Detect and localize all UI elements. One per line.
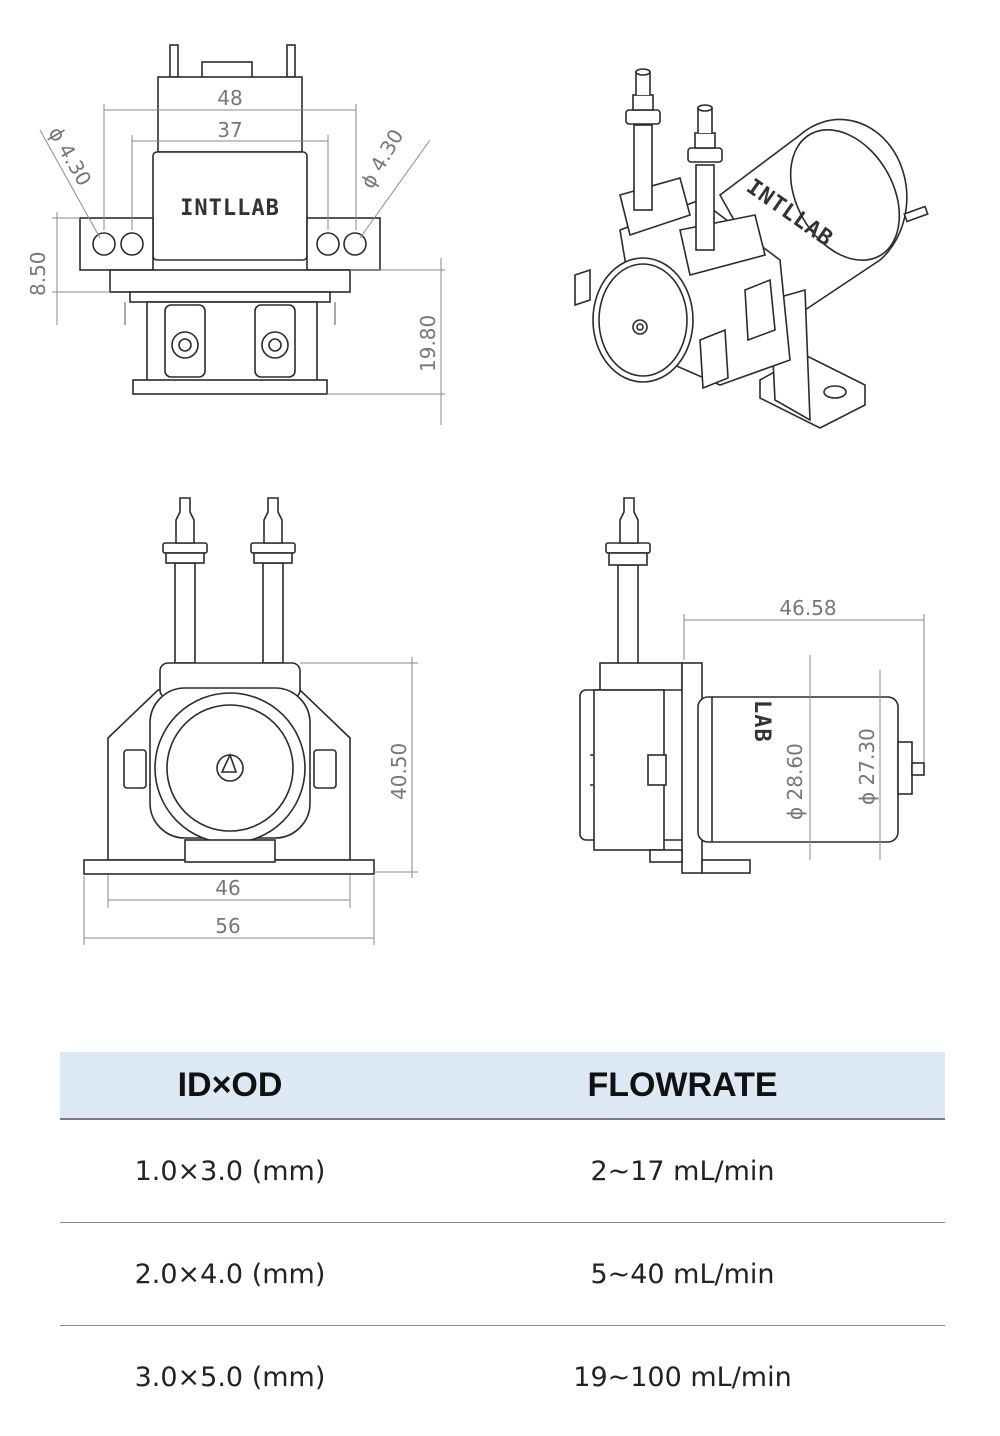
cell-id-od: 1.0×3.0 (mm)	[134, 1155, 326, 1187]
dim-body-height: 19.80	[416, 315, 440, 372]
technical-drawings: INTLLAB	[26, 44, 929, 945]
dim-motor-diameter: ϕ 28.60	[783, 743, 807, 820]
spec-table: ID×OD FLOWRATE 1.0×3.0 (mm) 2~17 mL/min …	[60, 1052, 945, 1428]
dim-hole-left: ϕ 4.30	[44, 123, 97, 191]
cell-flowrate: 5~40 mL/min	[590, 1258, 775, 1290]
dim-hole-right: ϕ 4.30	[356, 125, 409, 193]
dim-motor-length: 46.58	[779, 596, 836, 620]
isometric-drawing: INTLLAB	[574, 68, 929, 429]
cell-flowrate: 19~100 mL/min	[573, 1361, 792, 1393]
dim-front-width-outer: 56	[215, 914, 240, 938]
table-header: ID×OD FLOWRATE	[60, 1052, 945, 1120]
top-view-logo: INTLLAB	[180, 196, 280, 221]
header-id-od: ID×OD	[177, 1065, 283, 1104]
header-flowrate: FLOWRATE	[587, 1065, 778, 1104]
dim-width-outer: 48	[217, 86, 242, 110]
front-view-drawing	[83, 497, 418, 945]
cell-flowrate: 2~17 mL/min	[590, 1155, 775, 1187]
dim-flange-height: 8.50	[26, 251, 50, 296]
dim-front-width-inner: 46	[215, 876, 240, 900]
table-row: 1.0×3.0 (mm) 2~17 mL/min	[60, 1120, 945, 1223]
dim-width-inner: 37	[217, 118, 242, 142]
dim-front-height: 40.50	[387, 743, 411, 800]
cell-id-od: 2.0×4.0 (mm)	[134, 1258, 326, 1290]
table-row: 3.0×5.0 (mm) 19~100 mL/min	[60, 1326, 945, 1428]
cell-id-od: 3.0×5.0 (mm)	[134, 1361, 326, 1393]
top-view-drawing	[39, 44, 445, 425]
side-view-drawing: LAB	[579, 497, 925, 874]
side-logo: LAB	[749, 700, 774, 743]
dim-cap-diameter: ϕ 27.30	[855, 728, 879, 805]
table-row: 2.0×4.0 (mm) 5~40 mL/min	[60, 1223, 945, 1326]
